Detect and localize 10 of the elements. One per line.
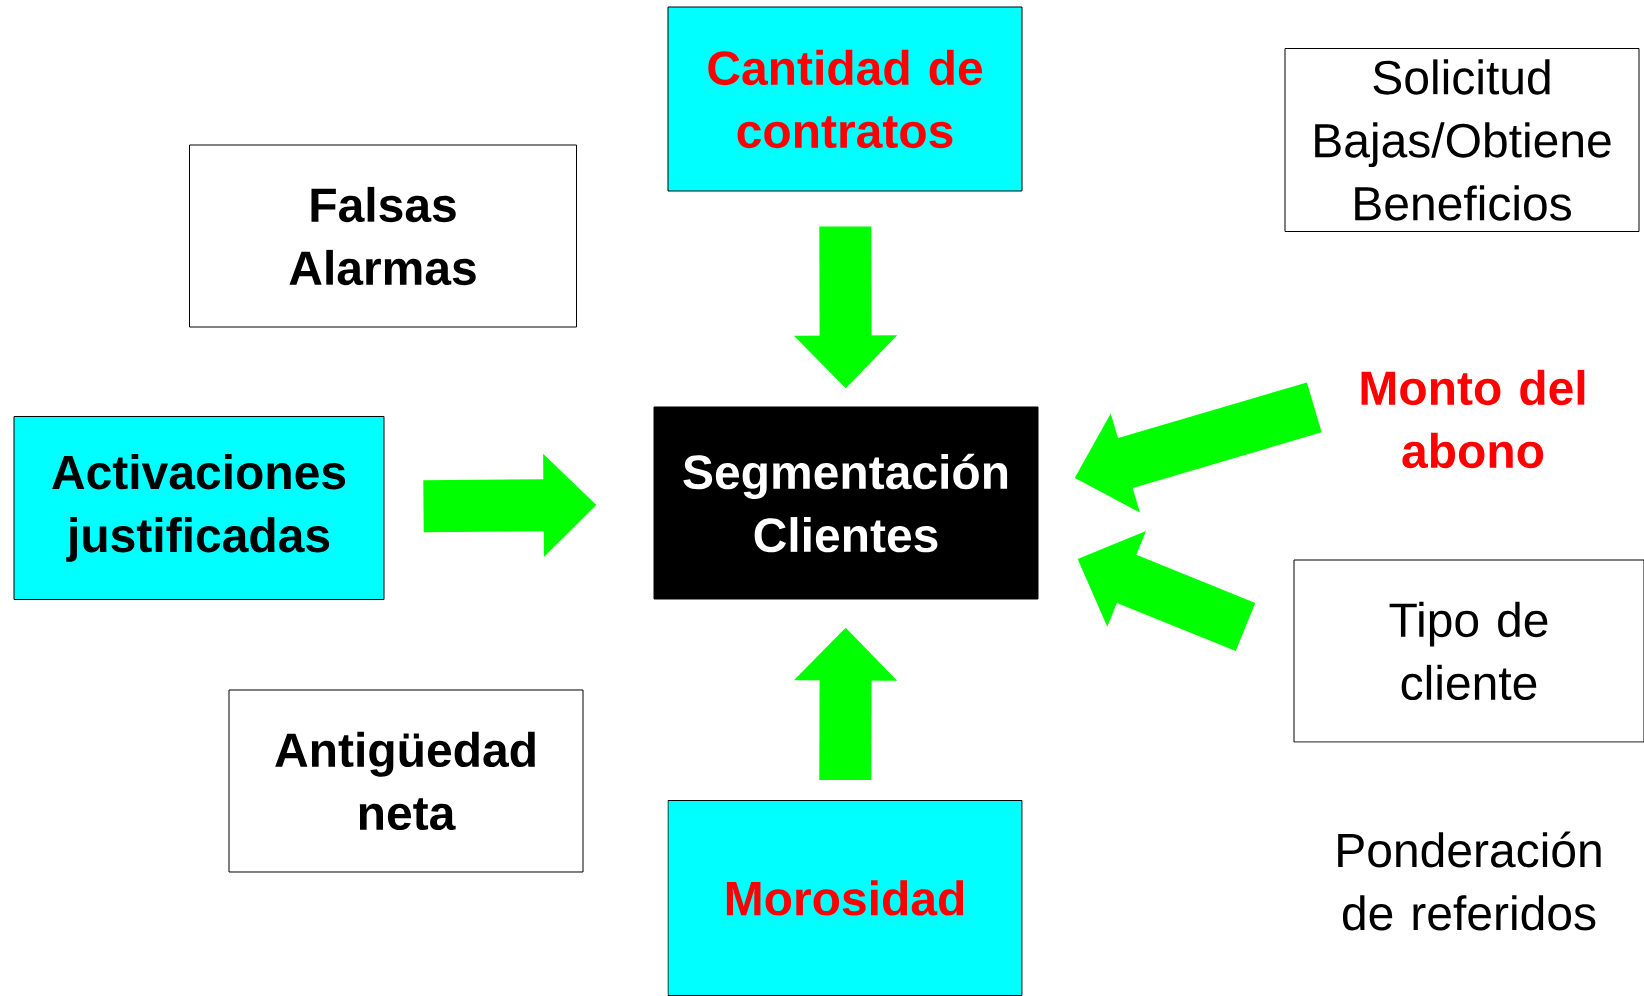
concept-box: Antigüedad neta: [228, 689, 584, 873]
concept-label: Monto del abono: [1361, 369, 1585, 469]
concept-box: Activaciones justificadas: [13, 416, 385, 600]
concept-box: Falsas Alarmas: [189, 144, 577, 328]
concept-box: Solicitud Bajas/Obtiene Beneficios: [1284, 48, 1640, 232]
concept-box: Tipo de cliente: [1293, 559, 1644, 743]
concept-box: Segmentación Clientes: [653, 406, 1039, 600]
concept-box: Morosidad: [667, 800, 1023, 996]
concept-box: Cantidad de contratos: [667, 6, 1023, 192]
concept-label: Ponderación de referidos: [1338, 831, 1601, 931]
